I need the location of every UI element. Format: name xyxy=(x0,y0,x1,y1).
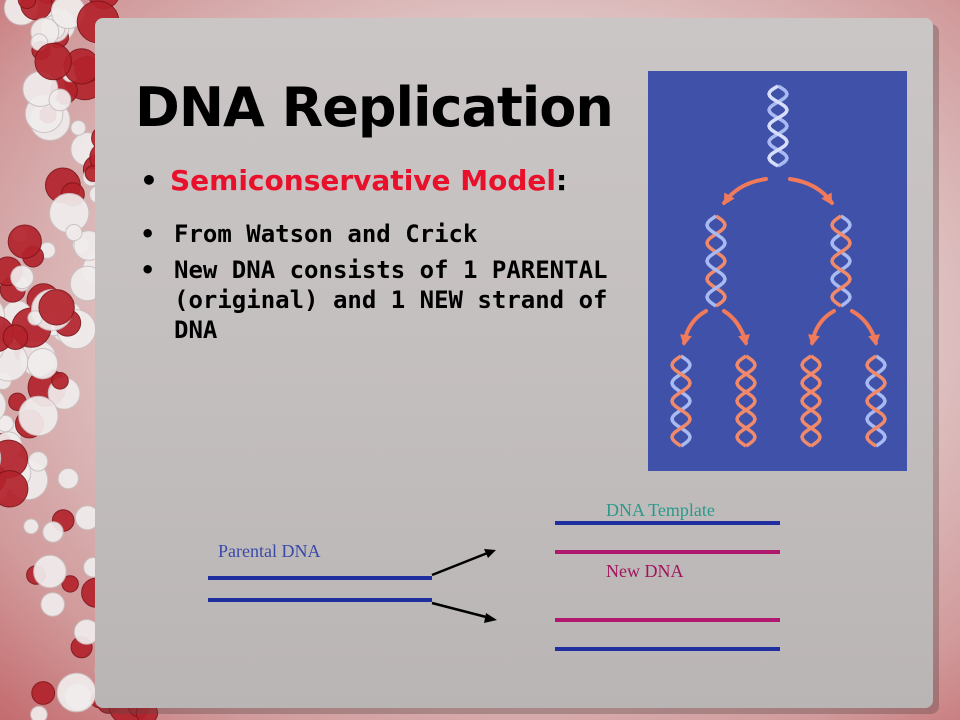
molecule-bead xyxy=(18,395,59,437)
model-heading: • Semiconservative Model: xyxy=(140,164,640,197)
molecule-bead xyxy=(7,224,42,259)
dna-helix xyxy=(735,354,757,448)
molecule-bead xyxy=(51,372,69,390)
split-arrowhead xyxy=(738,334,750,346)
molecule-bead xyxy=(0,470,29,508)
molecule-bead xyxy=(42,521,64,543)
new-dna-label: New DNA xyxy=(606,561,683,581)
semiconservative-diagram: Parental DNA DNA Template New DNA xyxy=(208,500,780,651)
molecule-bead xyxy=(56,672,97,713)
bullet-item: • From Watson and Crick xyxy=(140,219,640,249)
split-arrowhead xyxy=(821,192,832,205)
molecule-bead xyxy=(40,592,66,617)
bullet-text: From Watson and Crick xyxy=(174,220,478,248)
dna-helix xyxy=(865,354,887,448)
dna-helix xyxy=(800,354,822,448)
bullet-dot: • xyxy=(140,220,156,248)
arrowhead-down xyxy=(484,613,497,623)
replication-helix-illustration xyxy=(648,71,907,471)
bullet-list: • Semiconservative Model: • From Watson a… xyxy=(140,164,640,351)
molecule-bead xyxy=(17,0,37,10)
split-arrowhead xyxy=(724,192,735,205)
split-arrow-down xyxy=(431,601,491,620)
molecule-bead xyxy=(23,518,40,535)
molecule-bead xyxy=(0,391,7,420)
slide-title: DNA Replication xyxy=(135,76,614,139)
bullet-text: New DNA consists of 1 PARENTAL (original… xyxy=(174,256,608,344)
molecule-bead xyxy=(38,289,75,326)
molecule-bead xyxy=(34,42,72,81)
molecule-bead xyxy=(57,467,80,490)
split-arrowhead xyxy=(868,334,880,346)
molecule-bead xyxy=(70,120,87,136)
molecule-bead xyxy=(26,348,59,380)
molecule-bead xyxy=(27,451,49,472)
split-arrowhead xyxy=(680,334,692,346)
molecule-bead xyxy=(65,224,83,242)
molecule-bead xyxy=(0,414,14,433)
parental-dna-label: Parental DNA xyxy=(218,541,320,561)
split-arrowhead xyxy=(808,334,820,346)
molecule-bead xyxy=(10,265,34,290)
split-arrow-up xyxy=(431,550,491,577)
dna-helix xyxy=(767,84,789,168)
molecule-bead xyxy=(33,554,67,589)
molecule-bead xyxy=(31,681,56,705)
bullet-dot: • xyxy=(140,256,156,284)
molecule-bead xyxy=(48,88,72,112)
bullet-item: • New DNA consists of 1 PARENTAL (origin… xyxy=(140,255,640,345)
bullet-dot: • xyxy=(140,164,158,197)
arrowhead-up xyxy=(484,549,496,558)
dna-helix xyxy=(830,214,852,308)
dna-helix xyxy=(670,354,692,448)
model-heading-suffix: : xyxy=(556,164,568,197)
molecule-bead xyxy=(2,324,29,351)
model-heading-text: Semiconservative Model xyxy=(170,164,557,197)
dna-helix xyxy=(705,214,727,308)
dna-template-label: DNA Template xyxy=(606,500,715,520)
molecule-bead xyxy=(61,575,79,593)
molecule-bead xyxy=(30,705,48,720)
molecule-bead xyxy=(0,451,2,465)
